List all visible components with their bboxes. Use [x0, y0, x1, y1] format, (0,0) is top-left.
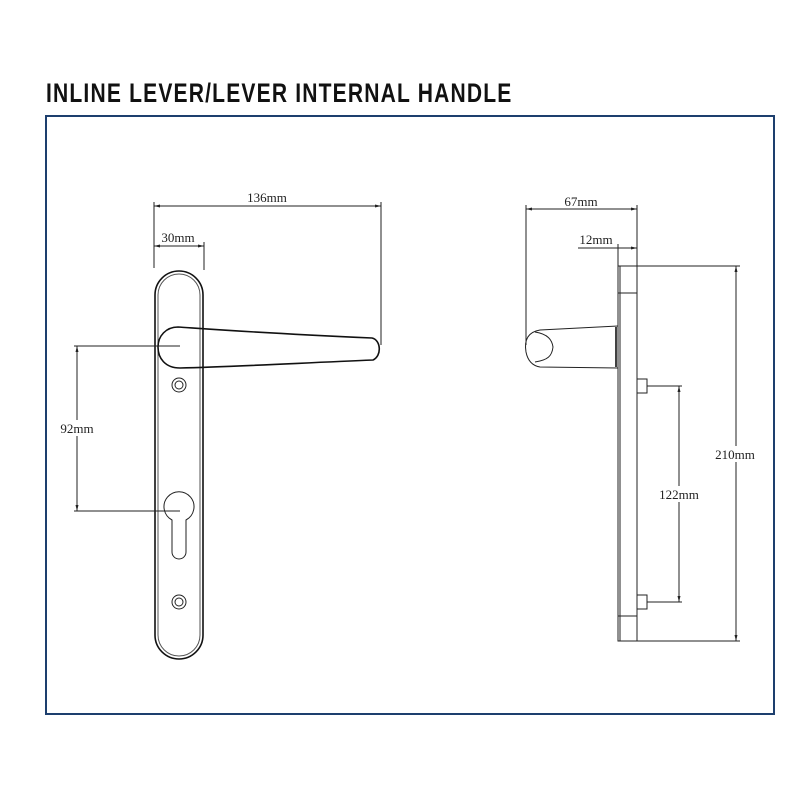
dimension-92mm: 92mm [56, 345, 180, 512]
dimension-210mm: 210mm [637, 265, 758, 642]
dim-label-136mm: 136mm [247, 190, 287, 205]
drawing-frame [45, 115, 775, 715]
side-view: 67mm 12mm [525, 194, 758, 642]
dim-label-210mm: 210mm [715, 447, 755, 462]
dimension-67mm: 67mm [525, 194, 638, 345]
dimension-122mm: 122mm [647, 385, 702, 603]
lever-side-profile [525, 325, 619, 369]
cylinder-cutout [163, 491, 195, 560]
dim-label-122mm: 122mm [659, 487, 699, 502]
dimension-30mm: 30mm [154, 230, 205, 270]
plate-side-profile [617, 265, 638, 642]
front-view: 136mm 30mm [56, 190, 382, 660]
upper-fixing-stud [636, 378, 648, 394]
lower-fixing-stud [636, 594, 648, 610]
dim-label-67mm: 67mm [564, 194, 597, 209]
upper-screw-icon [171, 377, 187, 393]
dimension-12mm: 12mm [578, 232, 637, 268]
dim-label-92mm: 92mm [60, 421, 93, 436]
dimension-136mm: 136mm [153, 190, 382, 345]
dim-label-12mm: 12mm [579, 232, 612, 247]
backplate [154, 270, 204, 660]
lower-screw-icon [171, 594, 187, 610]
lever-handle [157, 326, 381, 369]
page-title: INLINE LEVER/LEVER INTERNAL HANDLE [46, 78, 513, 108]
dim-label-30mm: 30mm [161, 230, 194, 245]
